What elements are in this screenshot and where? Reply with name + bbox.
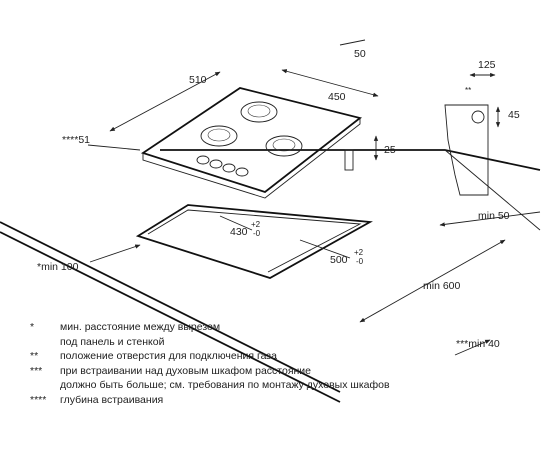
control-knobs <box>196 155 249 177</box>
dim-line-min-oven <box>454 339 491 356</box>
cutout-inner-edge <box>147 209 362 273</box>
dim-line-min-front <box>359 239 506 323</box>
detail-gas-hole <box>471 110 485 124</box>
dim-min-back-label: min 50 <box>478 210 510 222</box>
dim-line-install <box>87 144 141 151</box>
detail-outline <box>444 104 489 196</box>
dim-min-oven-label: ***min 40 <box>456 338 500 350</box>
dim-install-depth-label: ****51 <box>62 134 90 146</box>
dim-min-front-label: min 600 <box>423 280 461 292</box>
footnotes: *мин. расстояние между вырезом под панел… <box>30 320 450 408</box>
dim-cutout-width-tol-minus: -0 <box>253 229 261 238</box>
footnote-row: под панель и стенкой <box>60 335 165 348</box>
dim-cutout-width-label: 430 <box>230 226 248 238</box>
footnote-row: ***при встраивании над духовым шкафом ра… <box>30 364 312 377</box>
dim-cutout-depth-label: 500 <box>330 254 348 266</box>
dim-line-width <box>281 69 379 97</box>
footnote-row: ****глубина встраивания <box>30 393 164 406</box>
dim-width-label: 450 <box>328 91 346 103</box>
footnote-row: должно быть больше; см. требования по мо… <box>60 379 390 392</box>
dim-line-cutout-width <box>219 215 253 231</box>
cutout <box>135 204 373 279</box>
countertop-front-edge <box>0 221 341 393</box>
footnote-row: **положение отверстия для подключения га… <box>30 350 277 363</box>
connection-detail <box>444 72 501 196</box>
burner-rear <box>240 101 278 123</box>
detail-height-label: 45 <box>508 109 520 121</box>
dim-line-depth <box>109 71 221 132</box>
cutout-outline <box>135 204 373 279</box>
countertop <box>0 149 541 403</box>
dim-cutout-depth-tol-minus: -0 <box>356 257 364 266</box>
detail-width-label: 125 <box>478 59 496 71</box>
hob-top-surface <box>140 87 363 194</box>
footnote-row: *мин. расстояние между вырезом <box>30 321 221 333</box>
dim-height-label: 25 <box>384 144 396 156</box>
hob-side <box>142 118 361 199</box>
hob <box>140 87 363 199</box>
dim-min-wall-label: *min 100 <box>37 261 79 273</box>
dim-edge-offset-label: 50 <box>354 48 366 60</box>
burner-right <box>265 135 303 157</box>
dim-line-edge-offset <box>339 39 366 46</box>
dim-line-cutout-depth <box>299 239 351 259</box>
countertop-front-edge-lower <box>0 231 341 403</box>
dim-cutout-depth-tol-plus: +2 <box>354 248 364 257</box>
dim-line-min-wall <box>89 244 141 263</box>
burner-left <box>200 125 238 147</box>
dim-depth-label: 510 <box>189 74 207 86</box>
dim-cutout-width-tol-plus: +2 <box>251 220 261 229</box>
detail-marker-label: ** <box>465 86 471 95</box>
gas-connector <box>344 149 354 171</box>
dim-line-min-back <box>439 211 541 227</box>
countertop-side-edge <box>444 149 541 231</box>
